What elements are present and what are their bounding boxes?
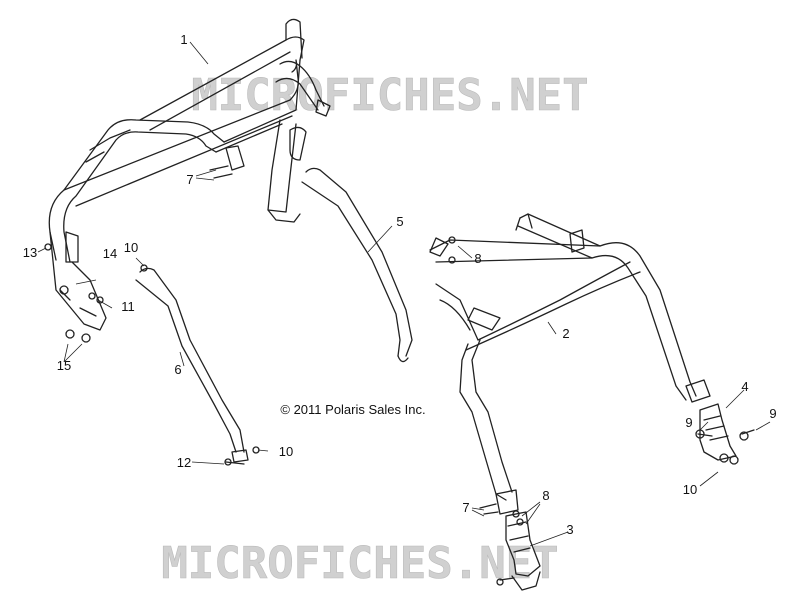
callout-13: 13 — [23, 245, 37, 260]
callout-9a: 9 — [685, 415, 692, 430]
callout-8a: 8 — [474, 251, 481, 266]
watermark-top: MICROFICHES.NET — [191, 70, 588, 121]
leader-lines — [37, 41, 771, 547]
callout-10c: 10 — [683, 482, 697, 497]
callout-4: 4 — [741, 379, 748, 394]
callout-14: 14 — [103, 246, 117, 261]
part-2-rear-roll-cage — [429, 213, 711, 515]
part-4-mount-bracket — [699, 403, 737, 461]
part-1-front-roll-cage — [48, 18, 331, 331]
callout-1: 1 — [180, 32, 187, 47]
copyright-text: © 2011 Polaris Sales Inc. — [280, 402, 425, 417]
callout-8b: 8 — [542, 488, 549, 503]
callout-10b: 10 — [279, 444, 293, 459]
part-5-brace-tube — [301, 167, 413, 363]
callout-10a: 10 — [124, 240, 138, 255]
watermark-bottom: MICROFICHES.NET — [161, 538, 558, 589]
callout-5: 5 — [396, 214, 403, 229]
callout-11: 11 — [121, 299, 135, 314]
part-6-brace-tube — [135, 267, 249, 463]
callout-15: 15 — [57, 358, 71, 373]
callout-6: 6 — [174, 362, 181, 377]
callout-7a: 7 — [186, 172, 193, 187]
callout-7b: 7 — [462, 500, 469, 515]
callout-3: 3 — [566, 522, 573, 537]
callout-2: 2 — [562, 326, 569, 341]
callout-9b: 9 — [769, 406, 776, 421]
callout-12: 12 — [177, 455, 191, 470]
